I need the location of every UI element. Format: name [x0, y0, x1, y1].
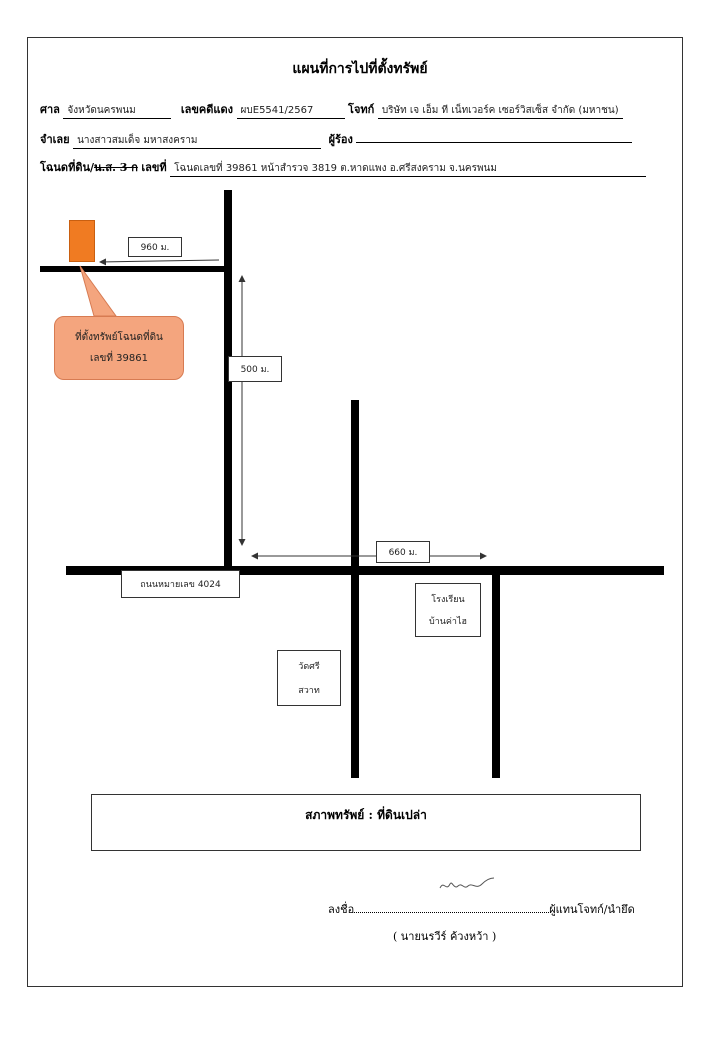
- case-label: เลขคดีแดง: [180, 103, 234, 116]
- petitioner-label: ผู้ร้อง: [328, 133, 353, 146]
- callout-pointer: [79, 265, 117, 317]
- distance-500-label: 500 ม.: [228, 356, 282, 382]
- defendant-value: นางสาวสมเด็จ มหาสงคราม: [73, 133, 322, 149]
- signature-line: ลงชื่อ ผู้แทนโจทก์/นำยึด: [328, 900, 635, 918]
- distance-660-label: 660 ม.: [376, 541, 430, 563]
- document-title: แผนที่การไปที่ตั้งทรัพย์: [292, 61, 428, 77]
- road-4024: [66, 566, 664, 575]
- temple-line-2: สวาท: [298, 686, 320, 696]
- signer-role: ผู้แทนโจทก์/นำยึด: [549, 903, 635, 916]
- header-row-1: ศาล จังหวัดนครพนม เลขคดีแดง ผบE5541/2567…: [40, 100, 623, 119]
- property-callout: ที่ตั้งทรัพย์โฉนดที่ดิน เลขที่ 39861: [54, 316, 184, 380]
- deed-value: โฉนดเลขที่ 39861 หน้าสำรวจ 3819 ต.หาดแพง…: [170, 161, 647, 177]
- petitioner-value: [356, 142, 633, 143]
- signer-name: ( นายนรวีร์ ค้วงหว้า ): [393, 930, 497, 943]
- plaintiff-label: โจทก์: [348, 103, 375, 116]
- deed-label: โฉนดที่ดิน/: [40, 161, 94, 174]
- property-status-box: สภาพทรัพย์ : ที่ดินเปล่า: [91, 794, 641, 851]
- distance-960-label: 960 ม.: [128, 237, 182, 257]
- sign-dotted-line: [354, 902, 550, 913]
- arrow-960: [99, 258, 220, 266]
- road-vertical-middle: [351, 400, 359, 778]
- deed-label-struck: น.ส. 3 ก: [94, 161, 138, 174]
- case-value: ผบE5541/2567: [236, 103, 345, 119]
- school-line-2: บ้านค่าไฮ: [428, 617, 467, 627]
- plaintiff-value: บริษัท เจ เอ็ม ที เน็ทเวอร์ค เซอร์วิสเซ็…: [377, 103, 623, 119]
- school-line-1: โรงเรียน: [431, 595, 465, 605]
- header-row-3: โฉนดที่ดิน/น.ส. 3 ก เลขที่ โฉนดเลขที่ 39…: [40, 158, 647, 177]
- road-vertical-right: [492, 572, 500, 778]
- header-row-2: จำเลย นางสาวสมเด็จ มหาสงคราม ผู้ร้อง: [40, 130, 633, 149]
- road-4024-label: ถนนหมายเลข 4024: [121, 570, 240, 598]
- callout-line-2: เลขที่ 39861: [90, 353, 148, 364]
- deed-number-label: เลขที่: [141, 161, 167, 174]
- court-label: ศาล: [40, 103, 60, 116]
- school-label: โรงเรียน บ้านค่าไฮ: [415, 583, 481, 637]
- road-side-top: [40, 266, 225, 272]
- sign-label: ลงชื่อ: [328, 903, 355, 916]
- property-status: สภาพทรัพย์ : ที่ดินเปล่า: [305, 808, 427, 822]
- callout-line-1: ที่ตั้งทรัพย์โฉนดที่ดิน: [75, 332, 163, 343]
- property-marker: [69, 220, 95, 262]
- signature-image: [439, 877, 495, 889]
- court-value: จังหวัดนครพนม: [63, 103, 172, 119]
- temple-line-1: วัดศรี: [298, 662, 320, 672]
- temple-label: วัดศรี สวาท: [277, 650, 341, 706]
- defendant-label: จำเลย: [40, 133, 70, 146]
